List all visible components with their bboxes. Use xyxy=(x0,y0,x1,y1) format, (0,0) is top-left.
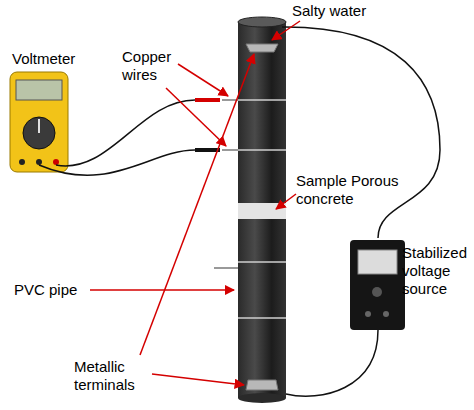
wire-stub xyxy=(214,267,238,269)
part-label: Sample Porous concrete xyxy=(296,172,416,208)
voltage-source-terminal xyxy=(365,311,371,317)
copper-wire xyxy=(238,317,286,319)
dial-pointer xyxy=(38,119,40,133)
voltmeter-jack xyxy=(36,159,42,165)
part-label: Salty water xyxy=(292,2,366,20)
leader-arrow xyxy=(276,194,296,209)
concrete-sample xyxy=(238,203,286,219)
metallic-terminal xyxy=(246,380,278,390)
voltmeter-dial xyxy=(23,117,55,149)
pipe-top-rim xyxy=(238,17,286,27)
leader-arrow xyxy=(90,289,234,291)
part-label: Stabilized voltage source xyxy=(402,244,470,298)
leader-arrow xyxy=(166,88,226,146)
leader-arrow xyxy=(272,21,300,40)
supply-wire xyxy=(282,27,440,238)
wire-stub xyxy=(222,149,238,151)
leader-arrow xyxy=(152,374,244,385)
part-label: Copper wires xyxy=(122,48,182,84)
copper-wire xyxy=(238,99,286,101)
leader-arrow xyxy=(178,64,228,96)
part-label: Metallic terminals xyxy=(74,358,154,394)
copper-wire xyxy=(238,261,286,263)
supply-wire xyxy=(286,330,378,396)
part-label: Voltmeter xyxy=(12,50,75,68)
pipe-bottom-rim xyxy=(238,393,286,403)
voltage-source-body xyxy=(350,240,405,330)
metallic-terminal xyxy=(246,44,278,52)
red-probe xyxy=(195,98,220,102)
voltage-source-screen xyxy=(358,250,397,274)
leader-arrow xyxy=(140,54,254,355)
red-lead xyxy=(56,100,195,166)
black-lead xyxy=(39,150,195,175)
voltmeter-jack xyxy=(53,159,59,165)
black-probe xyxy=(195,148,220,152)
voltmeter-display xyxy=(16,80,62,100)
voltage-source-terminal xyxy=(383,311,389,317)
part-label: PVC pipe xyxy=(14,281,77,299)
voltage-source-knob xyxy=(372,287,382,297)
voltmeter-jack xyxy=(19,159,25,165)
voltmeter-body xyxy=(10,72,68,172)
copper-wire xyxy=(238,149,286,151)
